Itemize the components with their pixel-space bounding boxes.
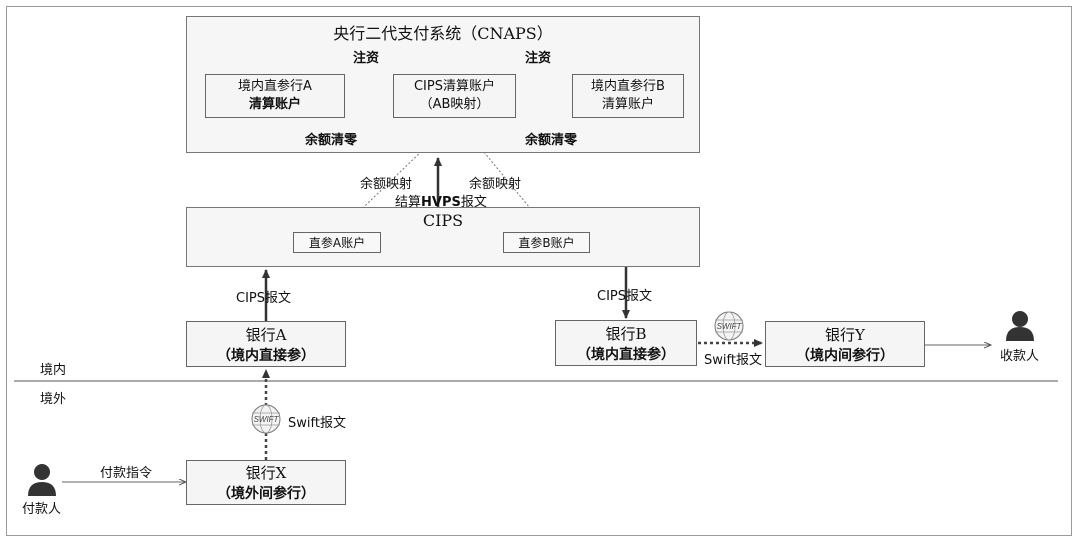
bank-x-sub: （境外间参行） (217, 486, 315, 502)
bank-b-name: 银行B (605, 324, 647, 343)
swift-logo-text-left: SWIFT (254, 415, 280, 424)
settle-prefix: 结算 (395, 195, 422, 210)
cips-title: CIPS (422, 211, 464, 230)
cips-message-left-label: CIPS报文 (236, 291, 292, 306)
account-a-line1: 境内直参行A (238, 79, 312, 94)
bank-a-box: 银行A （境内直接参） (186, 321, 346, 367)
payee-label: 收款人 (1000, 349, 1040, 364)
map-right-label: 余额映射 (469, 177, 522, 192)
region-overseas-label: 境外 (40, 392, 67, 407)
settle-hvps: HVPS (421, 195, 461, 210)
bank-x-name: 银行X (245, 464, 287, 482)
clear-right-label: 余额清零 (525, 133, 578, 148)
cnaps-title: 央行二代支付系统（CNAPS） (333, 24, 553, 43)
payment-order-label: 付款指令 (100, 466, 153, 481)
swift-logo-text-right: SWIFT (717, 322, 743, 331)
region-domestic-label: 境内 (40, 363, 67, 378)
account-a-line2: 清算账户 (248, 97, 301, 112)
account-b-line1: 境内直参行B (591, 79, 665, 94)
cips-account-line2: （AB映射） (419, 97, 490, 112)
swift-message-right-label: Swift报文 (704, 353, 762, 368)
cips-account-b: 直参B账户 (503, 232, 590, 253)
swift-globe-icon: SWIFT (714, 311, 744, 341)
cnaps-cips-account: CIPS清算账户 （AB映射） (393, 74, 516, 118)
bank-b-box: 银行B （境内直接参） (555, 320, 697, 366)
inject-right-label: 注资 (525, 51, 552, 66)
bank-y-box: 银行Y （境内间参行） (765, 321, 925, 367)
cips-message-right-label: CIPS报文 (597, 289, 653, 304)
clear-left-label: 余额清零 (305, 133, 358, 148)
payer-label: 付款人 (22, 502, 62, 517)
swift-globe-icon: SWIFT (251, 404, 281, 434)
bank-a-name: 银行A (245, 325, 287, 344)
account-b-line2: 清算账户 (601, 97, 654, 112)
cips-account-line1: CIPS清算账户 (413, 79, 495, 94)
settle-hvps-label: 结算HVPS报文 (395, 191, 487, 210)
inject-left-label: 注资 (353, 51, 380, 66)
swift-message-left-label: Swift报文 (288, 416, 346, 431)
cips-panel (186, 207, 700, 267)
bank-a-sub: （境内直接参） (217, 347, 315, 364)
map-left-line (340, 117, 457, 230)
bank-y-sub: （境内间参行） (796, 347, 894, 364)
settle-suffix: 报文 (460, 195, 487, 210)
cnaps-account-b: 境内直参行B 清算账户 (572, 74, 684, 118)
payee-person-icon (1006, 311, 1034, 341)
bank-y-name: 银行Y (825, 325, 865, 344)
bank-x-box: 银行X （境外间参行） (186, 460, 346, 505)
cips-account-a: 直参A账户 (293, 232, 381, 253)
bank-b-sub: （境内直接参） (577, 346, 675, 363)
map-left-label: 余额映射 (360, 177, 413, 192)
cnaps-account-a: 境内直参行A 清算账户 (205, 74, 345, 118)
diagram-frame (6, 6, 1072, 536)
payer-person-icon (28, 464, 56, 496)
